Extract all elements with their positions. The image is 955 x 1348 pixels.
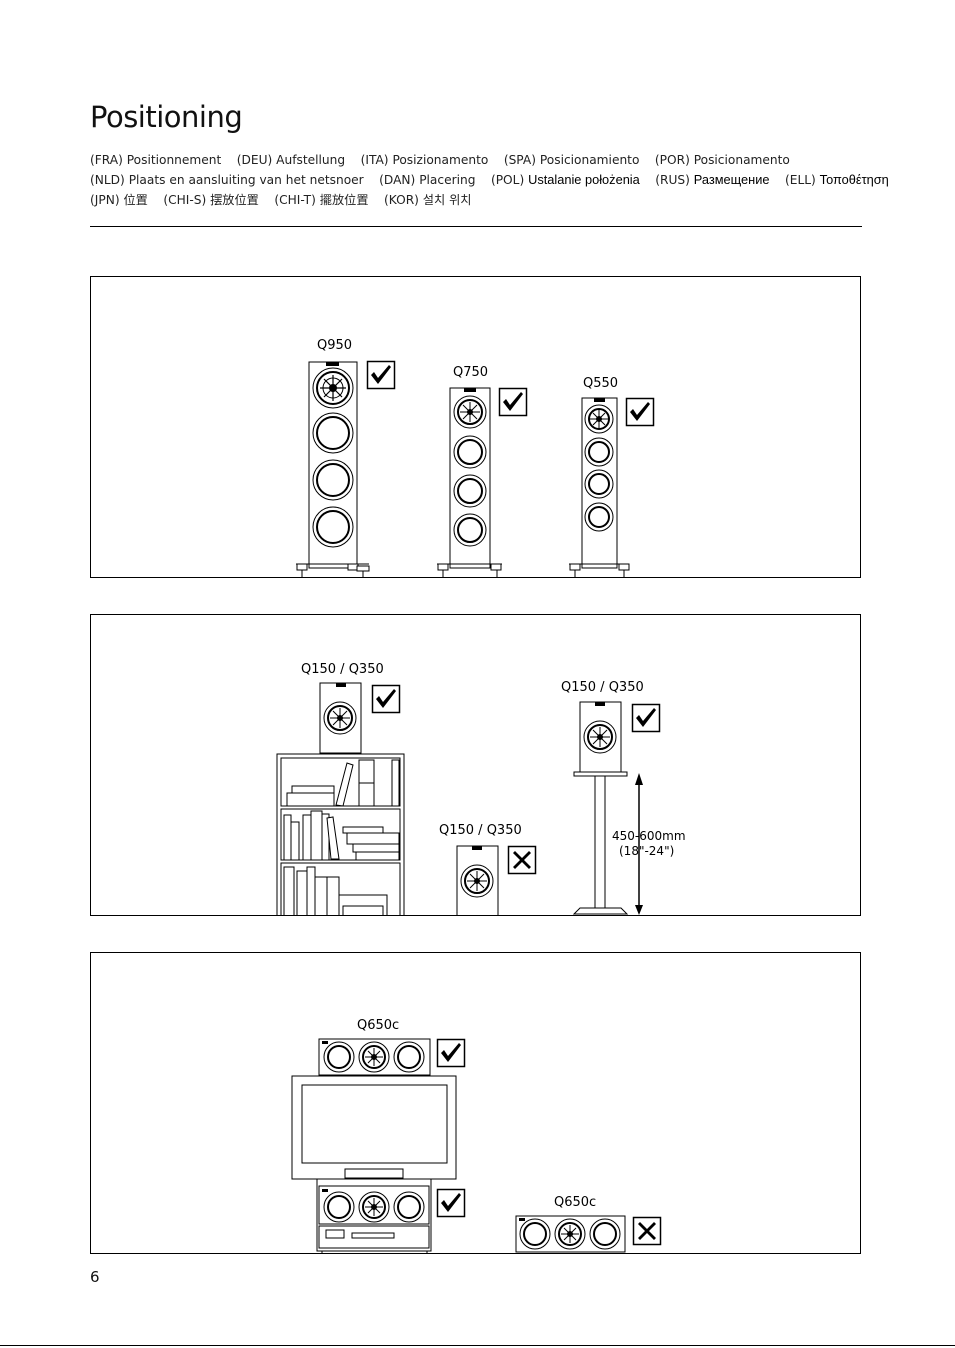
lang-ita: (ITA) Posizionamento	[360, 153, 489, 167]
language-line-2: (NLD) Plaats en aansluiting van het nets…	[90, 170, 889, 190]
lang-nld: (NLD) Plaats en aansluiting van het nets…	[90, 173, 364, 187]
check-mark-icon	[436, 1188, 466, 1218]
speaker-q750: Q750	[437, 365, 528, 577]
speaker-on-floor: Q150 / Q350	[439, 823, 537, 915]
speaker-q950: Q950	[296, 338, 396, 577]
height-metric: 450-600mm	[612, 829, 686, 843]
check-mark-icon	[625, 397, 655, 427]
av-cabinet	[316, 1178, 466, 1253]
lang-dan: (DAN) Placering	[379, 173, 476, 187]
panel-bookshelf: Q150 / Q350	[90, 614, 861, 916]
lang-chi-s: (CHI-S) 摆放位置	[163, 193, 259, 207]
label-q950: Q950	[317, 338, 352, 353]
centre-speaker-on-floor: Q650c	[515, 1195, 662, 1253]
lang-spa: (SPA) Posicionamiento	[503, 153, 640, 167]
label-stand: Q150 / Q350	[561, 680, 644, 695]
lang-fra: (FRA) Positionnement	[90, 153, 222, 167]
speaker-q550: Q550	[569, 376, 655, 577]
centre-speaker-on-tv: Q650c	[318, 1018, 466, 1076]
label-shelf: Q150 / Q350	[301, 662, 384, 677]
bookcase	[276, 753, 405, 915]
check-mark-icon	[371, 684, 401, 714]
height-imperial: (18"-24")	[619, 844, 674, 858]
check-mark-icon	[631, 703, 661, 733]
television	[291, 1075, 457, 1180]
lang-chi-t: (CHI-T) 擺放位置	[274, 193, 369, 207]
lang-jpn: (JPN) 位置	[90, 193, 148, 207]
header-divider	[90, 226, 862, 227]
lang-rus: (RUS) Размещение	[655, 172, 770, 187]
panel-centre: Q650c	[90, 952, 861, 1254]
label-q750: Q750	[453, 365, 488, 380]
lang-pol: (POL) Ustalanie położenia	[490, 172, 640, 187]
language-line-3: (JPN) 位置 (CHI-S) 摆放位置 (CHI-T) 擺放位置 (KOR)…	[90, 190, 880, 210]
label-q550: Q550	[583, 376, 618, 391]
check-mark-icon	[498, 387, 528, 417]
panel-floorstanders: Q950	[90, 276, 861, 578]
language-translations: (FRA) Positionnement (DEU) Aufstellung (…	[90, 150, 889, 210]
speaker-on-stand: Q150 / Q350 450-600mm (18"-24")	[561, 680, 686, 915]
label-centre-top: Q650c	[357, 1018, 399, 1033]
cross-mark-icon	[632, 1216, 662, 1246]
language-line-1: (FRA) Positionnement (DEU) Aufstellung (…	[90, 150, 880, 170]
label-centre-floor: Q650c	[554, 1195, 596, 1210]
lang-deu: (DEU) Aufstellung	[236, 153, 346, 167]
lang-kor: (KOR) 설치 위치	[384, 193, 472, 207]
label-floor: Q150 / Q350	[439, 823, 522, 838]
page-number: 6	[90, 1268, 100, 1286]
page-title: Positioning	[90, 100, 243, 134]
check-mark-icon	[366, 360, 396, 390]
footer-divider	[0, 1345, 955, 1346]
check-mark-icon	[436, 1038, 466, 1068]
lang-ell: (ELL) Τοποθέτηση	[785, 172, 889, 187]
cross-mark-icon	[507, 845, 537, 875]
speaker-on-shelf: Q150 / Q350	[301, 662, 401, 754]
lang-por: (POR) Posicionamento	[654, 153, 790, 167]
